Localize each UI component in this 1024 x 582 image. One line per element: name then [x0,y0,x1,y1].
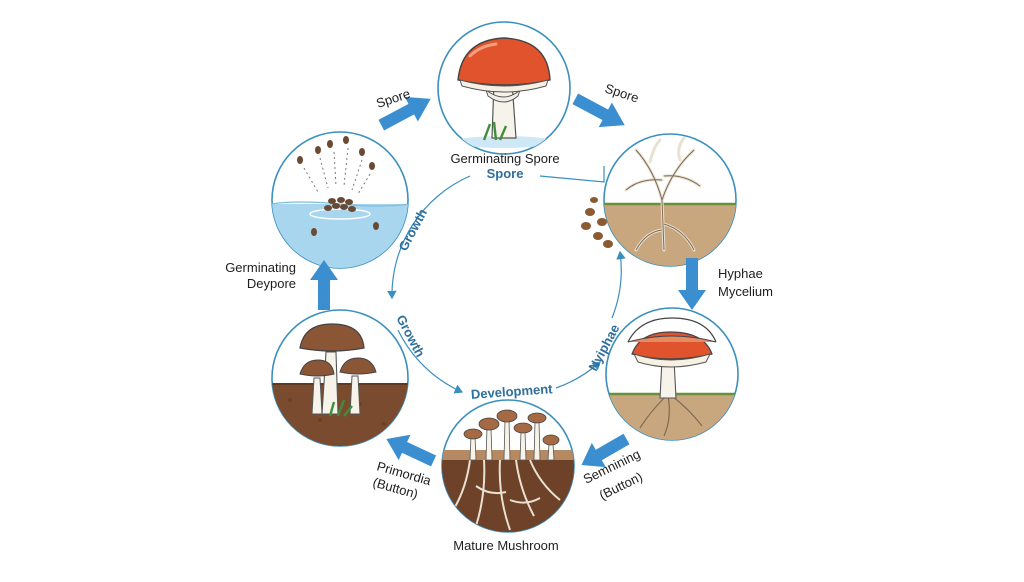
stage-label-left-upper-2: Deypore [247,276,296,291]
stage-label-right-upper-1: Hyphae [718,266,763,281]
stage-label-left-upper-1: Germinating [225,260,296,275]
inner-cycle [387,166,626,394]
stage-label-bottom: Mature Mushroom [453,538,558,553]
stage-label-top: Germinating Spore [450,151,559,166]
stage-left-lower-illustration [271,309,409,447]
arrow-left-lower [386,434,437,467]
stage-label-right-upper-2: Mycelium [718,284,773,299]
inner-label-development: Development [470,381,553,402]
stage-sublabel-top: Spore [487,166,524,181]
stage-right-upper-illustration [603,133,737,267]
stage-right-lower-illustration [605,307,739,441]
arrow-left-up [310,260,338,310]
arrow-top-left [378,96,431,131]
arrow-right-lower [581,433,630,468]
stage-top-illustration [437,21,571,155]
arrow-label-top-right: Spore [603,81,641,106]
arrow-right-down [678,258,706,310]
loose-spores [581,197,613,248]
stage-bottom-illustration [441,399,575,533]
stage-left-upper-illustration [271,131,409,269]
arrow-top-right [572,93,625,128]
outer-arrows [310,93,706,468]
